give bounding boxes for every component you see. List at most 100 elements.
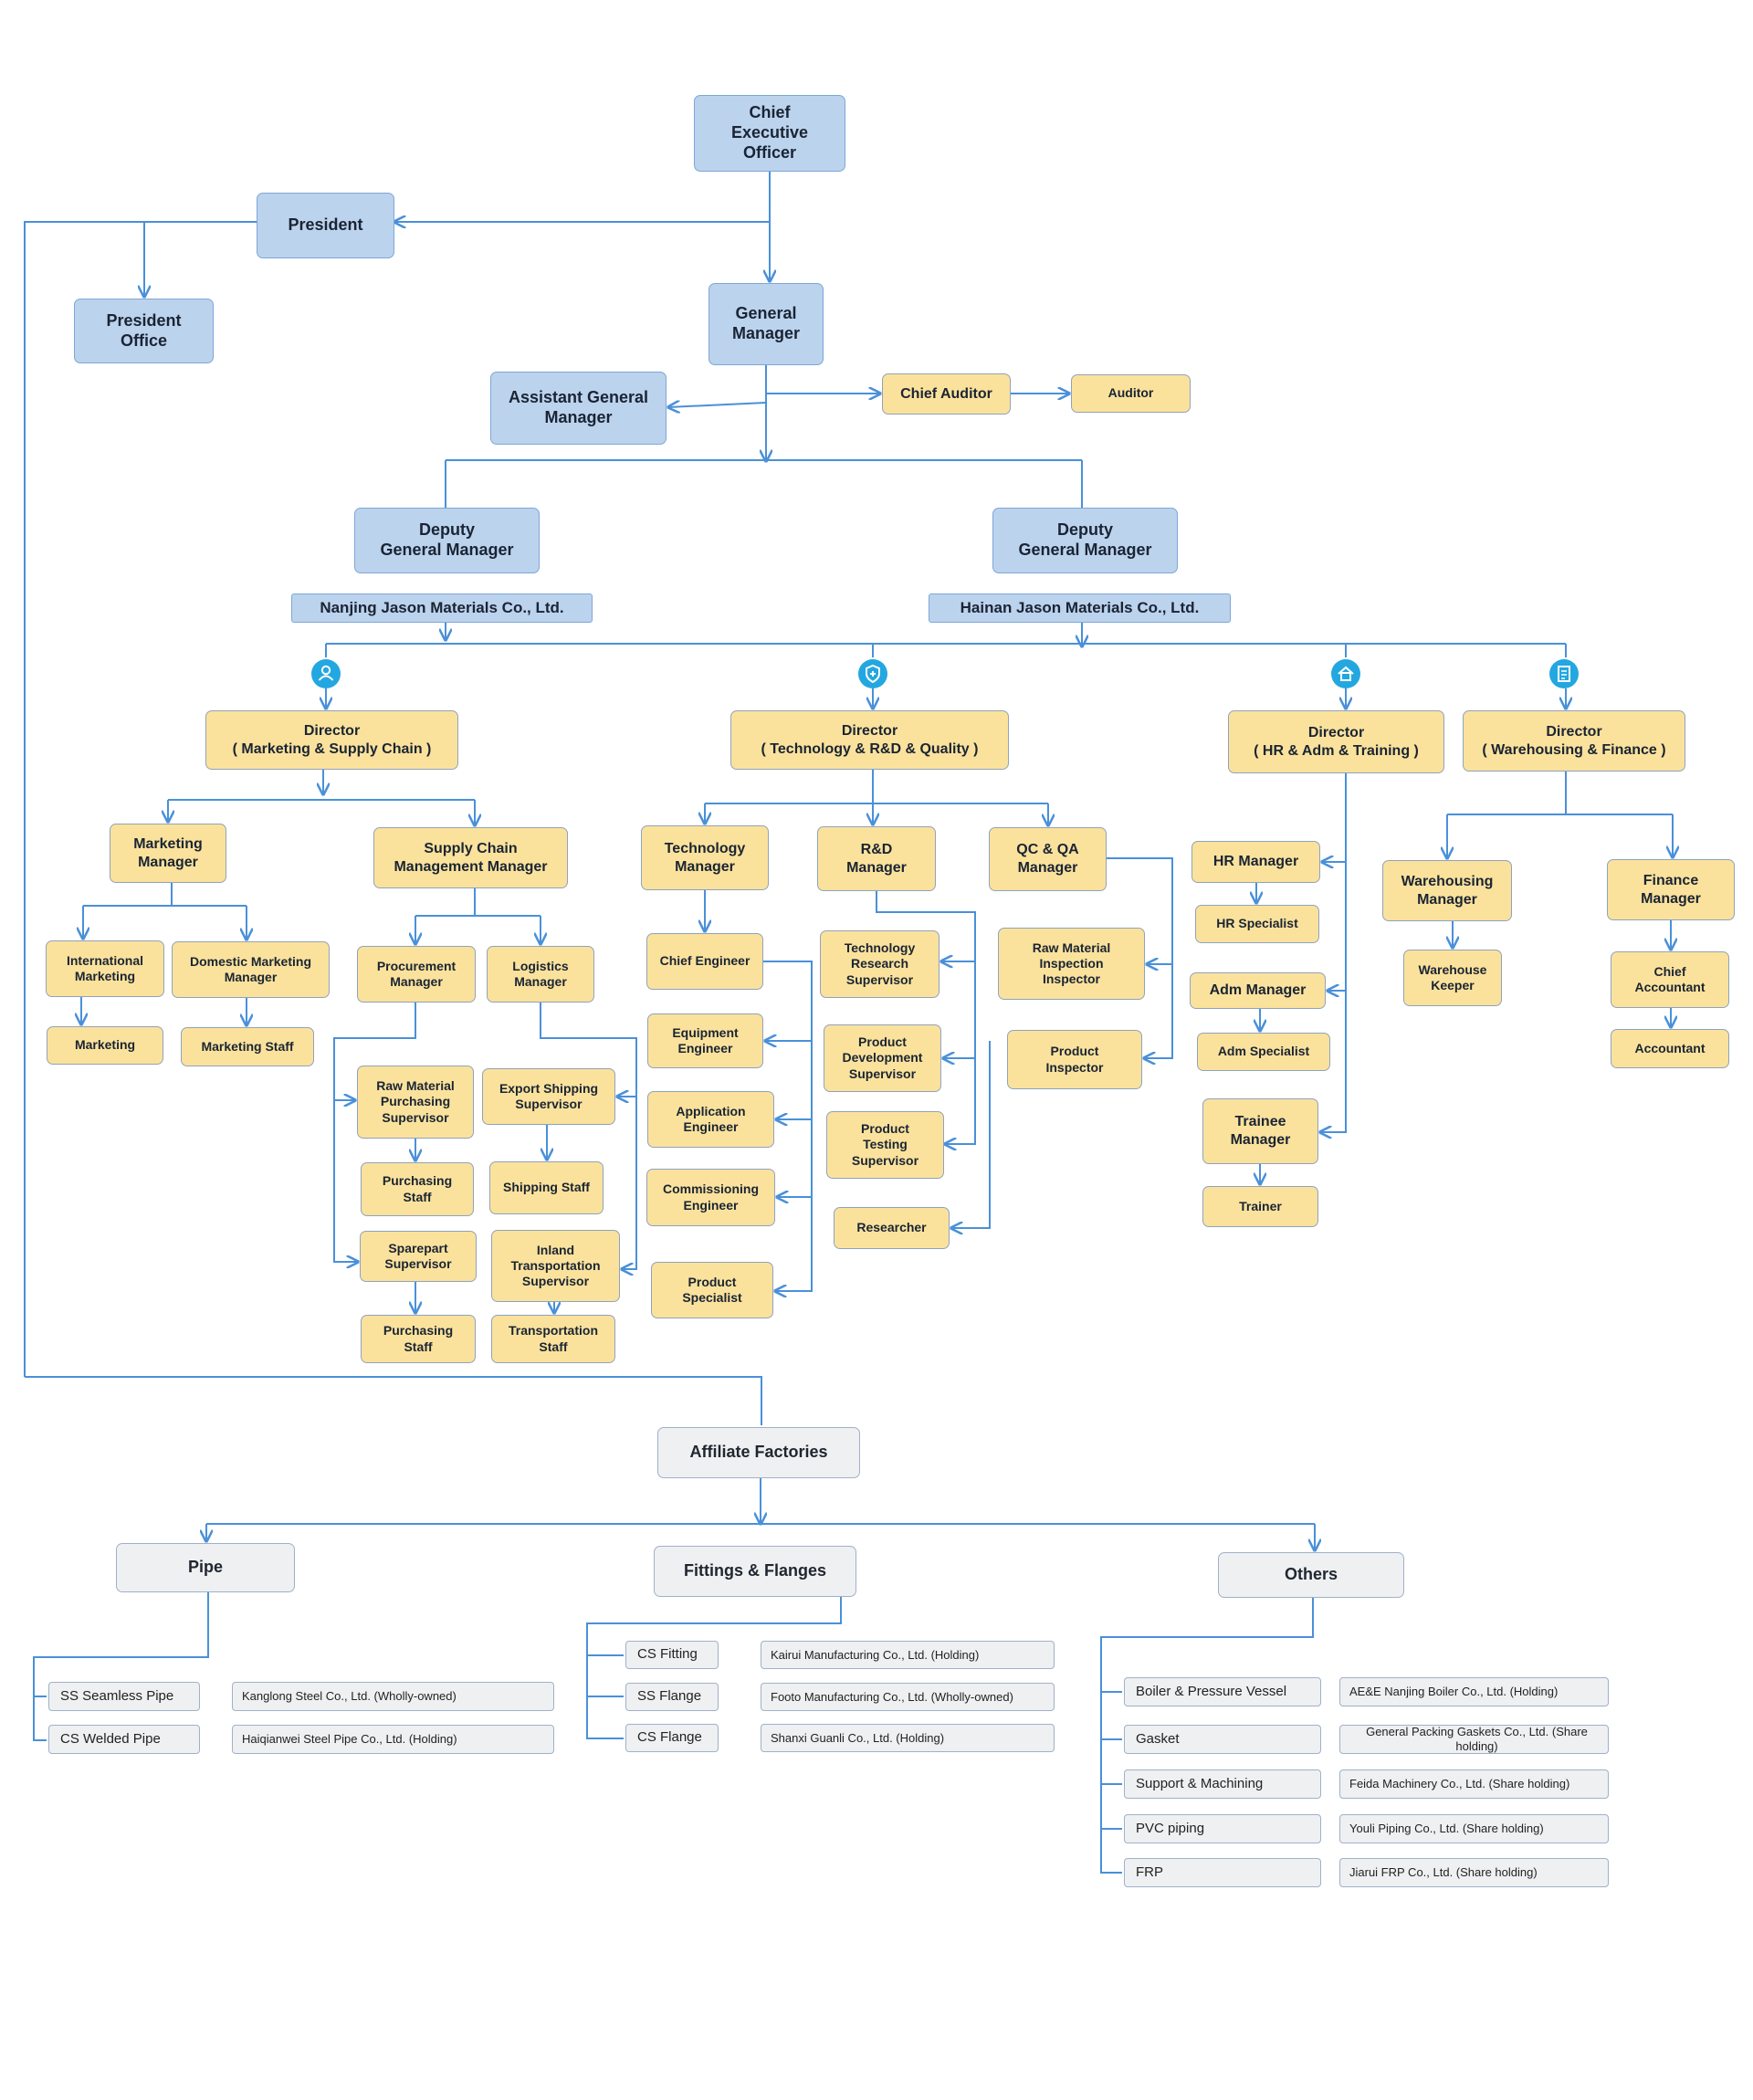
connector <box>24 221 257 1377</box>
finance-manager-box: Finance Manager <box>1607 859 1735 920</box>
auditor-box: Auditor <box>1071 374 1191 413</box>
nanjing-box: Nanjing Jason Materials Co., Ltd. <box>291 593 593 623</box>
ceo-box: Chief Executive Officer <box>694 95 845 172</box>
tech-research-sup-box: Technology Research Supervisor <box>820 930 939 998</box>
fittings-box: Fittings & Flanges <box>654 1546 856 1597</box>
connector <box>1320 773 1347 1132</box>
purchasing-staff-1-box: Purchasing Staff <box>361 1162 474 1216</box>
connector <box>586 1597 842 1739</box>
general-manager-box: General Manager <box>709 283 824 365</box>
marketing-manager-box: Marketing Manager <box>110 824 226 883</box>
researcher-box: Researcher <box>834 1207 950 1249</box>
product-label: SS Seamless Pipe <box>48 1682 200 1711</box>
affiliate-box: Affiliate Factories <box>657 1427 860 1478</box>
adm-manager-box: Adm Manager <box>1190 972 1326 1009</box>
warehouse-keeper-box: Warehouse Keeper <box>1403 950 1502 1006</box>
chief-auditor-box: Chief Auditor <box>882 373 1011 415</box>
dir-marketing-box: Director ( Marketing & Supply Chain ) <box>205 710 458 770</box>
qc-manager-box: QC & QA Manager <box>989 827 1107 891</box>
rd-manager-box: R&D Manager <box>817 826 936 891</box>
product-label: PVC piping <box>1124 1814 1321 1843</box>
intl-marketing-box: International Marketing <box>46 940 164 997</box>
person-icon <box>311 659 341 688</box>
pipe-box: Pipe <box>116 1543 295 1592</box>
chief-engineer-box: Chief Engineer <box>646 933 763 990</box>
connector <box>333 1003 416 1262</box>
product-label: Gasket <box>1124 1725 1321 1754</box>
export-shipping-sup-box: Export Shipping Supervisor <box>482 1068 615 1125</box>
dir-hr-box: Director ( HR & Adm & Training ) <box>1228 710 1444 773</box>
product-label: CS Flange <box>625 1724 719 1752</box>
president-office-box: President Office <box>74 299 214 363</box>
transportation-staff-box: Transportation Staff <box>491 1315 615 1363</box>
connector <box>876 891 976 1144</box>
product-label: CS Fitting <box>625 1641 719 1669</box>
document-icon <box>1549 659 1579 688</box>
product-label: Support & Machining <box>1124 1769 1321 1799</box>
sparepart-sup-box: Sparepart Supervisor <box>360 1231 477 1282</box>
logistics-manager-box: Logistics Manager <box>487 946 594 1003</box>
product-label: Boiler & Pressure Vessel <box>1124 1677 1321 1706</box>
connector <box>33 1592 209 1741</box>
application-engineer-box: Application Engineer <box>647 1091 774 1148</box>
raw-inspection-box: Raw Material Inspection Inspector <box>998 928 1145 1000</box>
hainan-box: Hainan Jason Materials Co., Ltd. <box>929 593 1231 623</box>
assistant-gm-box: Assistant General Manager <box>490 372 667 445</box>
company-label: Footo Manufacturing Co., Ltd. (Wholly-ow… <box>761 1683 1055 1711</box>
product-dev-sup-box: Product Development Supervisor <box>824 1024 941 1092</box>
connector <box>1100 1598 1314 1874</box>
accountant-box: Accountant <box>1611 1029 1729 1068</box>
purchasing-staff-2-box: Purchasing Staff <box>361 1315 476 1363</box>
product-inspector-box: Product Inspector <box>1007 1030 1142 1089</box>
president-box: President <box>257 193 394 258</box>
chief-accountant-box: Chief Accountant <box>1611 951 1729 1008</box>
connector <box>25 1376 762 1425</box>
product-testing-sup-box: Product Testing Supervisor <box>826 1111 944 1179</box>
company-label: General Packing Gaskets Co., Ltd. (Share… <box>1339 1725 1609 1754</box>
hr-specialist-box: HR Specialist <box>1195 905 1319 943</box>
trainer-box: Trainer <box>1202 1186 1318 1227</box>
adm-specialist-box: Adm Specialist <box>1197 1033 1330 1071</box>
tech-manager-box: Technology Manager <box>641 825 769 890</box>
company-label: Kairui Manufacturing Co., Ltd. (Holding) <box>761 1641 1055 1669</box>
product-label: FRP <box>1124 1858 1321 1887</box>
home-icon <box>1331 659 1360 688</box>
dir-wh-box: Director ( Warehousing & Finance ) <box>1463 710 1685 772</box>
shipping-staff-box: Shipping Staff <box>489 1161 604 1214</box>
inland-sup-box: Inland Transportation Supervisor <box>491 1230 620 1302</box>
domestic-marketing-box: Domestic Marketing Manager <box>172 941 330 998</box>
product-label: CS Welded Pipe <box>48 1725 200 1754</box>
procurement-manager-box: Procurement Manager <box>357 946 476 1003</box>
hr-manager-box: HR Manager <box>1191 841 1320 883</box>
raw-purchasing-sup-box: Raw Material Purchasing Supervisor <box>357 1066 474 1139</box>
connector <box>763 961 813 1291</box>
company-label: Shanxi Guanli Co., Ltd. (Holding) <box>761 1724 1055 1752</box>
product-specialist-box: Product Specialist <box>651 1262 773 1318</box>
company-label: Kanglong Steel Co., Ltd. (Wholly-owned) <box>232 1682 554 1711</box>
connector <box>540 1003 637 1269</box>
marketing-box: Marketing <box>47 1026 163 1065</box>
commissioning-engineer-box: Commissioning Engineer <box>646 1169 775 1226</box>
warehousing-manager-box: Warehousing Manager <box>1382 860 1512 921</box>
company-label: AE&E Nanjing Boiler Co., Ltd. (Holding) <box>1339 1677 1609 1706</box>
trainee-manager-box: Trainee Manager <box>1202 1098 1318 1164</box>
dir-tech-box: Director ( Technology & R&D & Quality ) <box>730 710 1009 770</box>
company-label: Feida Machinery Co., Ltd. (Share holding… <box>1339 1769 1609 1799</box>
scm-manager-box: Supply Chain Management Manager <box>373 827 568 888</box>
equipment-engineer-box: Equipment Engineer <box>647 1013 763 1068</box>
marketing-staff-box: Marketing Staff <box>181 1027 314 1066</box>
connector <box>394 172 771 222</box>
deputy-gm-1-box: Deputy General Manager <box>354 508 540 573</box>
connector <box>951 1041 991 1228</box>
others-box: Others <box>1218 1552 1404 1598</box>
product-label: SS Flange <box>625 1683 719 1711</box>
connector <box>668 403 767 407</box>
deputy-gm-2-box: Deputy General Manager <box>992 508 1178 573</box>
company-label: Jiarui FRP Co., Ltd. (Share holding) <box>1339 1858 1609 1887</box>
company-label: Haiqianwei Steel Pipe Co., Ltd. (Holding… <box>232 1725 554 1754</box>
shield-icon <box>858 659 887 688</box>
connector <box>1107 857 1173 1058</box>
company-label: Youli Piping Co., Ltd. (Share holding) <box>1339 1814 1609 1843</box>
